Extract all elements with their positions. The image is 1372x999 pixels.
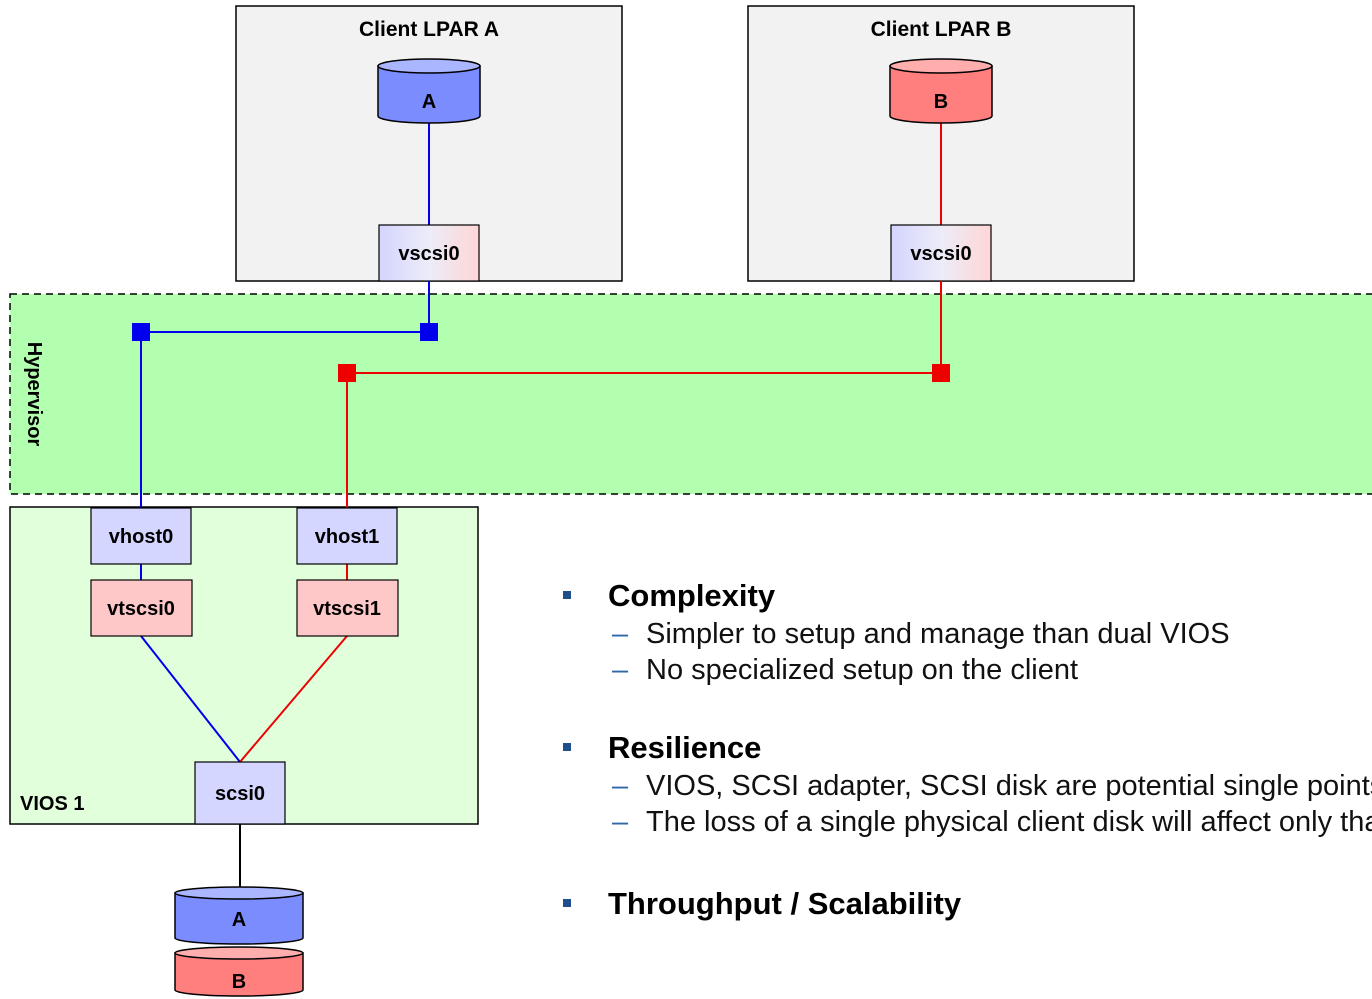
client-a-vscsi0-label: vscsi0 bbox=[398, 243, 459, 265]
bullet-heading: Complexity bbox=[560, 576, 1372, 616]
scsi0-label: scsi0 bbox=[215, 783, 265, 805]
hyp-port-client-b bbox=[932, 364, 950, 382]
sub-bullet: –VIOS, SCSI adapter, SCSI disk are poten… bbox=[612, 770, 1372, 802]
vtscsi1-device bbox=[296, 579, 399, 637]
dash-icon: – bbox=[612, 654, 629, 686]
vhost0-label: vhost0 bbox=[109, 526, 173, 548]
physical-disk-a: A bbox=[174, 886, 304, 945]
sub-bullet: –Simpler to setup and manage than dual V… bbox=[612, 618, 1230, 650]
vtscsi0-device bbox=[90, 579, 193, 637]
hyp-port-vhost0 bbox=[132, 323, 150, 341]
bullet-heading: Resilience bbox=[560, 728, 1372, 768]
client-lpar-b: Client LPAR B B vscsi0 bbox=[747, 5, 1135, 282]
client-lpar-a-title: Client LPAR A bbox=[359, 18, 499, 41]
client-lpar-b-title: Client LPAR B bbox=[871, 18, 1012, 41]
blue-path bbox=[140, 281, 430, 763]
client-lpar-a: Client LPAR A A vscsi0 bbox=[235, 5, 623, 282]
dash-icon: – bbox=[612, 770, 629, 802]
bullet-square-icon bbox=[563, 591, 571, 599]
physical-disk-b: B bbox=[174, 946, 304, 997]
hyp-port-client-a bbox=[420, 323, 438, 341]
vhost0-adapter bbox=[90, 507, 192, 565]
vios-label: VIOS 1 bbox=[20, 793, 84, 815]
dash-icon: – bbox=[612, 618, 629, 650]
hypervisor-band bbox=[9, 293, 1372, 495]
sub-bullet: –The loss of a single physical client di… bbox=[612, 806, 1372, 838]
bullet-complexity: Complexity –Simpler to setup and manage … bbox=[560, 576, 1372, 688]
bullet-heading: Throughput / Scalability bbox=[560, 884, 1372, 924]
hyp-port-vhost1 bbox=[338, 364, 356, 382]
client-b-vscsi0-adapter bbox=[890, 224, 992, 282]
client-disk-b-label: B bbox=[934, 91, 948, 113]
bullet-square-icon bbox=[563, 899, 571, 907]
vhost1-adapter bbox=[296, 507, 398, 565]
client-b-vscsi0-label: vscsi0 bbox=[910, 243, 971, 265]
client-a-vscsi0-adapter bbox=[378, 224, 480, 282]
sub-bullet: –No specialized setup on the client bbox=[612, 654, 1079, 686]
bullet-list: Complexity –Simpler to setup and manage … bbox=[560, 576, 1372, 924]
bullet-square-icon bbox=[563, 743, 571, 751]
scsi0-adapter bbox=[194, 761, 286, 825]
dash-icon: – bbox=[612, 806, 629, 838]
vtscsi1-label: vtscsi1 bbox=[313, 598, 381, 620]
vtscsi0-label: vtscsi0 bbox=[107, 598, 175, 620]
bullet-throughput: Throughput / Scalability bbox=[560, 884, 1372, 924]
physical-disk-b-label: B bbox=[232, 971, 246, 993]
vhost1-label: vhost1 bbox=[315, 526, 379, 548]
client-disk-a-label: A bbox=[422, 91, 436, 113]
red-path bbox=[239, 281, 942, 763]
client-disk-b: B bbox=[889, 58, 993, 124]
hypervisor-label: Hypervisor bbox=[23, 342, 45, 447]
bullet-resilience: Resilience –VIOS, SCSI adapter, SCSI dis… bbox=[560, 728, 1372, 840]
physical-disk-a-label: A bbox=[232, 909, 246, 931]
client-disk-a: A bbox=[377, 58, 481, 124]
